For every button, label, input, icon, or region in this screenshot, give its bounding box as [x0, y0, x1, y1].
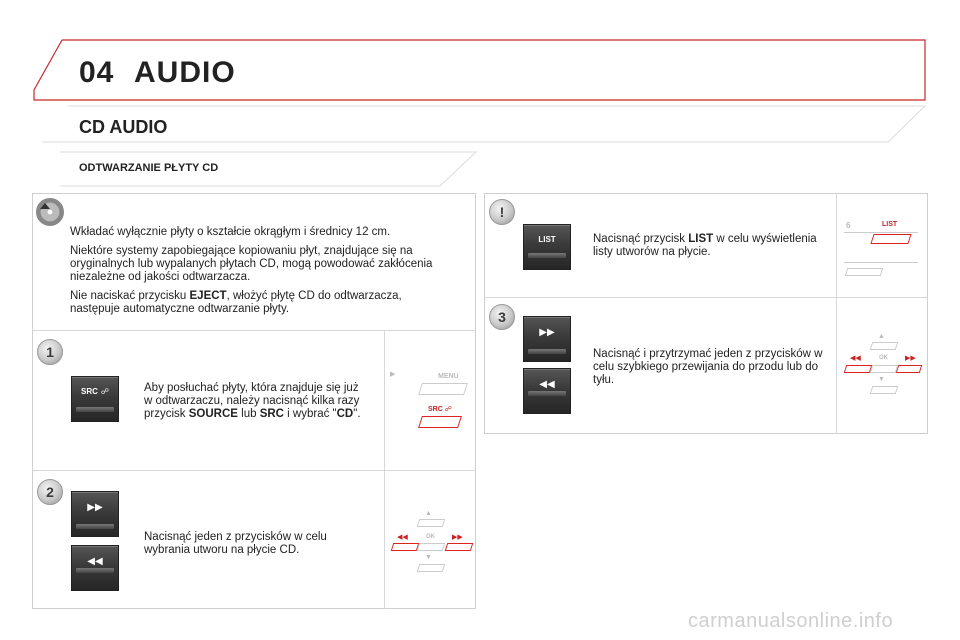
up-arrow-icon: ▲: [425, 510, 432, 517]
down-key: [869, 386, 899, 394]
forward-button-image: ▶▶: [71, 491, 119, 537]
watermark: carmanualsonline.info: [688, 610, 894, 632]
rewind-button-image: ◀◀: [71, 545, 119, 591]
panel-line: [844, 262, 918, 263]
preset-6-label: 6: [846, 221, 851, 230]
divider: [32, 330, 476, 331]
forward-icon: ▶▶: [452, 534, 463, 541]
down-arrow-icon: ▼: [425, 554, 432, 561]
chapter-number: 04: [79, 56, 115, 89]
ok-label: OK: [426, 534, 435, 540]
ok-key: [416, 543, 446, 551]
divider: [384, 330, 385, 609]
divider: [32, 470, 476, 471]
list-button-image: LIST: [523, 224, 571, 270]
up-key: [869, 342, 899, 350]
forward-icon: ▶▶: [905, 355, 916, 362]
src-key-label: SRC ☍: [428, 406, 452, 413]
warning-badge: !: [489, 199, 515, 225]
forward-key: [895, 365, 923, 373]
forward-button-image: ▶▶: [523, 316, 571, 362]
down-arrow-icon: ▼: [878, 376, 885, 383]
ok-key: [869, 365, 899, 373]
step-3-badge: 3: [489, 304, 515, 330]
menu-key: [418, 383, 468, 395]
step-1-text: Aby posłuchać płyty, która znajduje się …: [144, 382, 361, 420]
menu-label: MENU: [438, 373, 459, 380]
list-key: [870, 234, 912, 244]
rewind-key: [843, 365, 873, 373]
divider: [484, 297, 928, 298]
up-arrow-icon: ▲: [878, 333, 885, 340]
subsection-title: ODTWARZANIE PŁYTY CD: [79, 162, 219, 174]
info-text: Wkładać wyłącznie płyty o kształcie okrą…: [70, 226, 450, 322]
step-2-text: Nacisnąć jeden z przycisków w celu wybra…: [144, 531, 327, 556]
info-paragraph: Niektóre systemy zapobiegające kopiowani…: [70, 245, 433, 283]
down-key: [416, 564, 446, 572]
src-key: [418, 416, 462, 428]
ok-label: OK: [879, 355, 888, 361]
up-key: [416, 519, 446, 527]
panel-line: [844, 232, 918, 233]
step-1-badge: 1: [37, 339, 63, 365]
play-icon: ▶: [390, 371, 396, 378]
forward-key: [444, 543, 474, 551]
chapter-title: AUDIO: [134, 56, 236, 89]
panel-key: [844, 268, 884, 276]
info-paragraph: Wkładać wyłącznie płyty o kształcie okrą…: [70, 226, 391, 238]
cd-disc-icon: [36, 198, 64, 226]
step-2-badge: 2: [37, 479, 63, 505]
divider: [836, 193, 837, 434]
step-3-text: Nacisnąć i przytrzymać jeden z przyciskó…: [593, 348, 823, 386]
list-key-label: LIST: [882, 221, 898, 228]
rewind-icon: ◀◀: [850, 355, 861, 362]
info-paragraph: Nie naciskać przycisku EJECT, włożyć pły…: [70, 290, 402, 315]
rewind-icon: ◀◀: [397, 534, 408, 541]
warning-text: Nacisnąć przycisk LIST w celu wyświetlen…: [593, 233, 817, 258]
section-title: CD AUDIO: [79, 117, 168, 137]
src-button-image: SRC☍: [71, 376, 119, 422]
header-decoration: [33, 39, 927, 187]
rewind-button-image: ◀◀: [523, 368, 571, 414]
rewind-key: [390, 543, 420, 551]
